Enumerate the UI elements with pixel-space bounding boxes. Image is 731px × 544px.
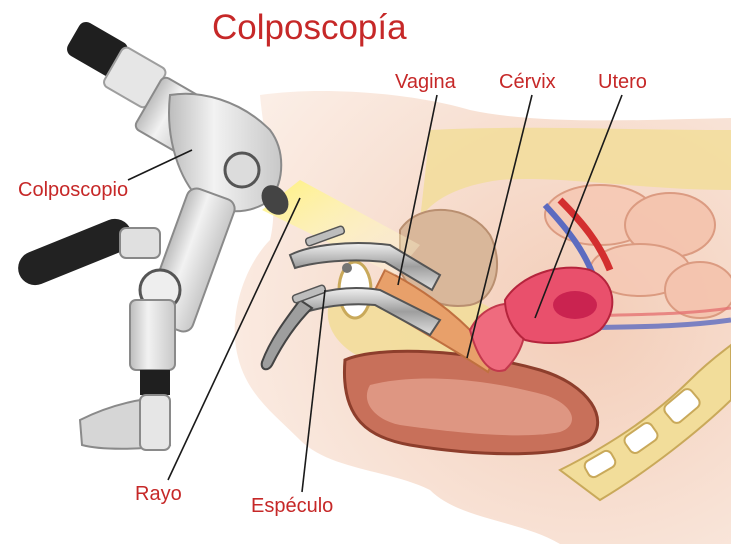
label-especulo: Espéculo bbox=[251, 496, 333, 516]
label-colposcopio: Colposcopio bbox=[18, 180, 128, 200]
label-vagina: Vagina bbox=[395, 72, 456, 92]
label-utero: Utero bbox=[598, 72, 647, 92]
uterus-cavity bbox=[553, 291, 597, 319]
diagram-title: Colposcopía bbox=[212, 10, 407, 45]
label-cervix: Cérvix bbox=[499, 72, 556, 92]
label-rayo: Rayo bbox=[135, 484, 182, 504]
pelvis-cross-section bbox=[235, 91, 731, 544]
